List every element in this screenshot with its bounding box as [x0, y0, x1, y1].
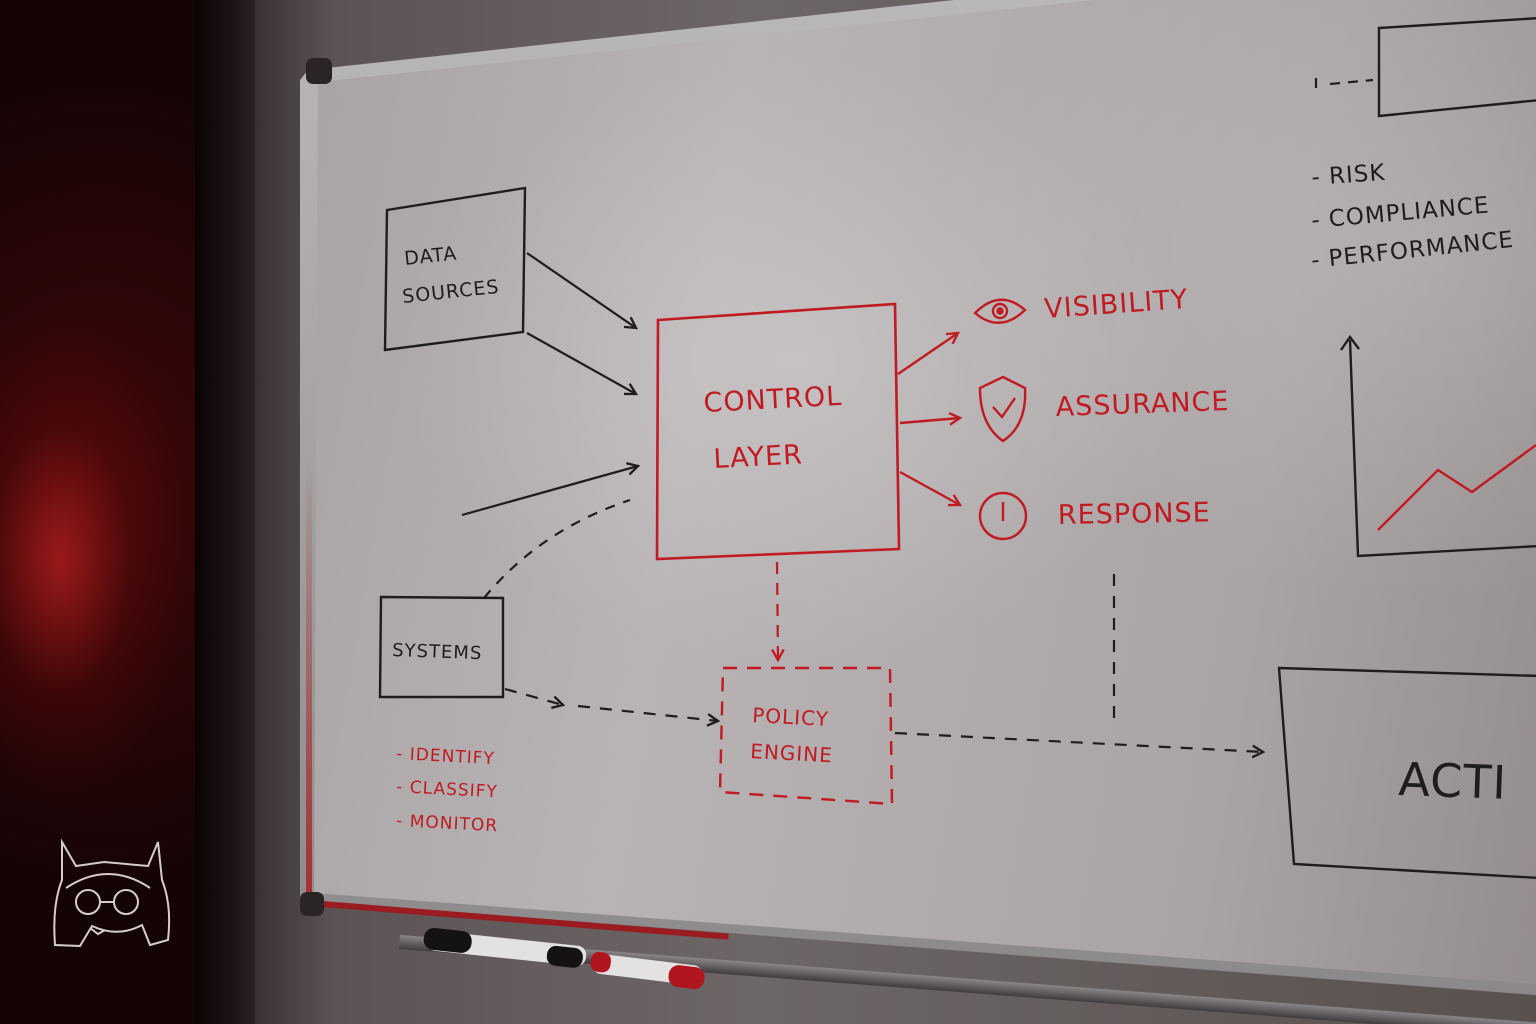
black-marker [423, 927, 587, 968]
dashed-arrow-policy-to-action [894, 731, 1263, 752]
arrow-data-to-control-1 [526, 252, 636, 328]
arrow-into-control [461, 466, 638, 517]
policy-engine-label-line2: ENGINE [750, 739, 834, 767]
whiteboard-frame-red-edge [306, 460, 312, 910]
systems-list-item: - CLASSIFY [396, 777, 499, 802]
policy-engine-box: POLICY ENGINE [718, 666, 894, 806]
frame-corner-top [306, 58, 332, 84]
dashed-link-systems-control [483, 498, 631, 599]
outcome-assurance-label: ASSURANCE [1055, 386, 1230, 423]
eye-icon [973, 298, 1027, 324]
dashed-arrow-systems-to-policy-b [577, 704, 718, 721]
policy-engine-label-line1: POLICY [752, 703, 830, 731]
control-layer-label-line1: CONTROL [703, 381, 843, 419]
alert-circle-icon [978, 491, 1028, 541]
door-frame-shadow [195, 0, 255, 1024]
dashed-arrow-control-to-policy [777, 561, 778, 660]
arrow-to-assurance [899, 418, 960, 423]
top-right-box [1314, 17, 1536, 118]
systems-list-item: - MONITOR [396, 811, 499, 836]
action-box-label: ACTI [1398, 752, 1508, 810]
shield-check-icon [978, 375, 1027, 443]
metrics-list-item: - PERFORMANCE [1310, 227, 1515, 274]
outcome-arrows [897, 333, 960, 505]
systems-list: - IDENTIFY - CLASSIFY - MONITOR [396, 744, 499, 836]
systems-box: SYSTEMS [378, 595, 505, 699]
arrow-to-visibility [897, 333, 958, 375]
frame-corner-bottom [300, 892, 324, 916]
whiteboard-surface [314, 0, 1536, 990]
action-box: ACTI [1277, 666, 1536, 879]
control-layer-box: CONTROL LAYER [655, 302, 901, 561]
data-sources-label-line2: SOURCES [401, 276, 500, 308]
input-arrows [461, 252, 638, 599]
policy-flow-arrows [504, 574, 1263, 752]
data-sources-box: DATA SOURCES [383, 186, 527, 352]
systems-label: SYSTEMS [392, 640, 483, 664]
arrow-data-to-control-2 [526, 332, 636, 394]
cat-character-logo [53, 838, 171, 948]
systems-list-item: - IDENTIFY [396, 744, 496, 769]
red-marker [590, 951, 705, 990]
control-layer-label-line2: LAYER [713, 439, 804, 475]
dashed-arrow-systems-to-policy-a [504, 687, 563, 705]
arrow-to-response [899, 470, 960, 505]
metrics-list-item: - RISK [1311, 160, 1387, 191]
metrics-list: - RISK - COMPLIANCE - PERFORMANCE [1310, 160, 1515, 274]
outcome-response-label: RESPONSE [1058, 497, 1211, 531]
trend-chart-sketch [1340, 334, 1536, 558]
metrics-list-item: - COMPLIANCE [1310, 193, 1490, 234]
data-sources-label-line1: DATA [403, 243, 458, 270]
outcome-visibility-label: VISIBILITY [1043, 284, 1189, 325]
